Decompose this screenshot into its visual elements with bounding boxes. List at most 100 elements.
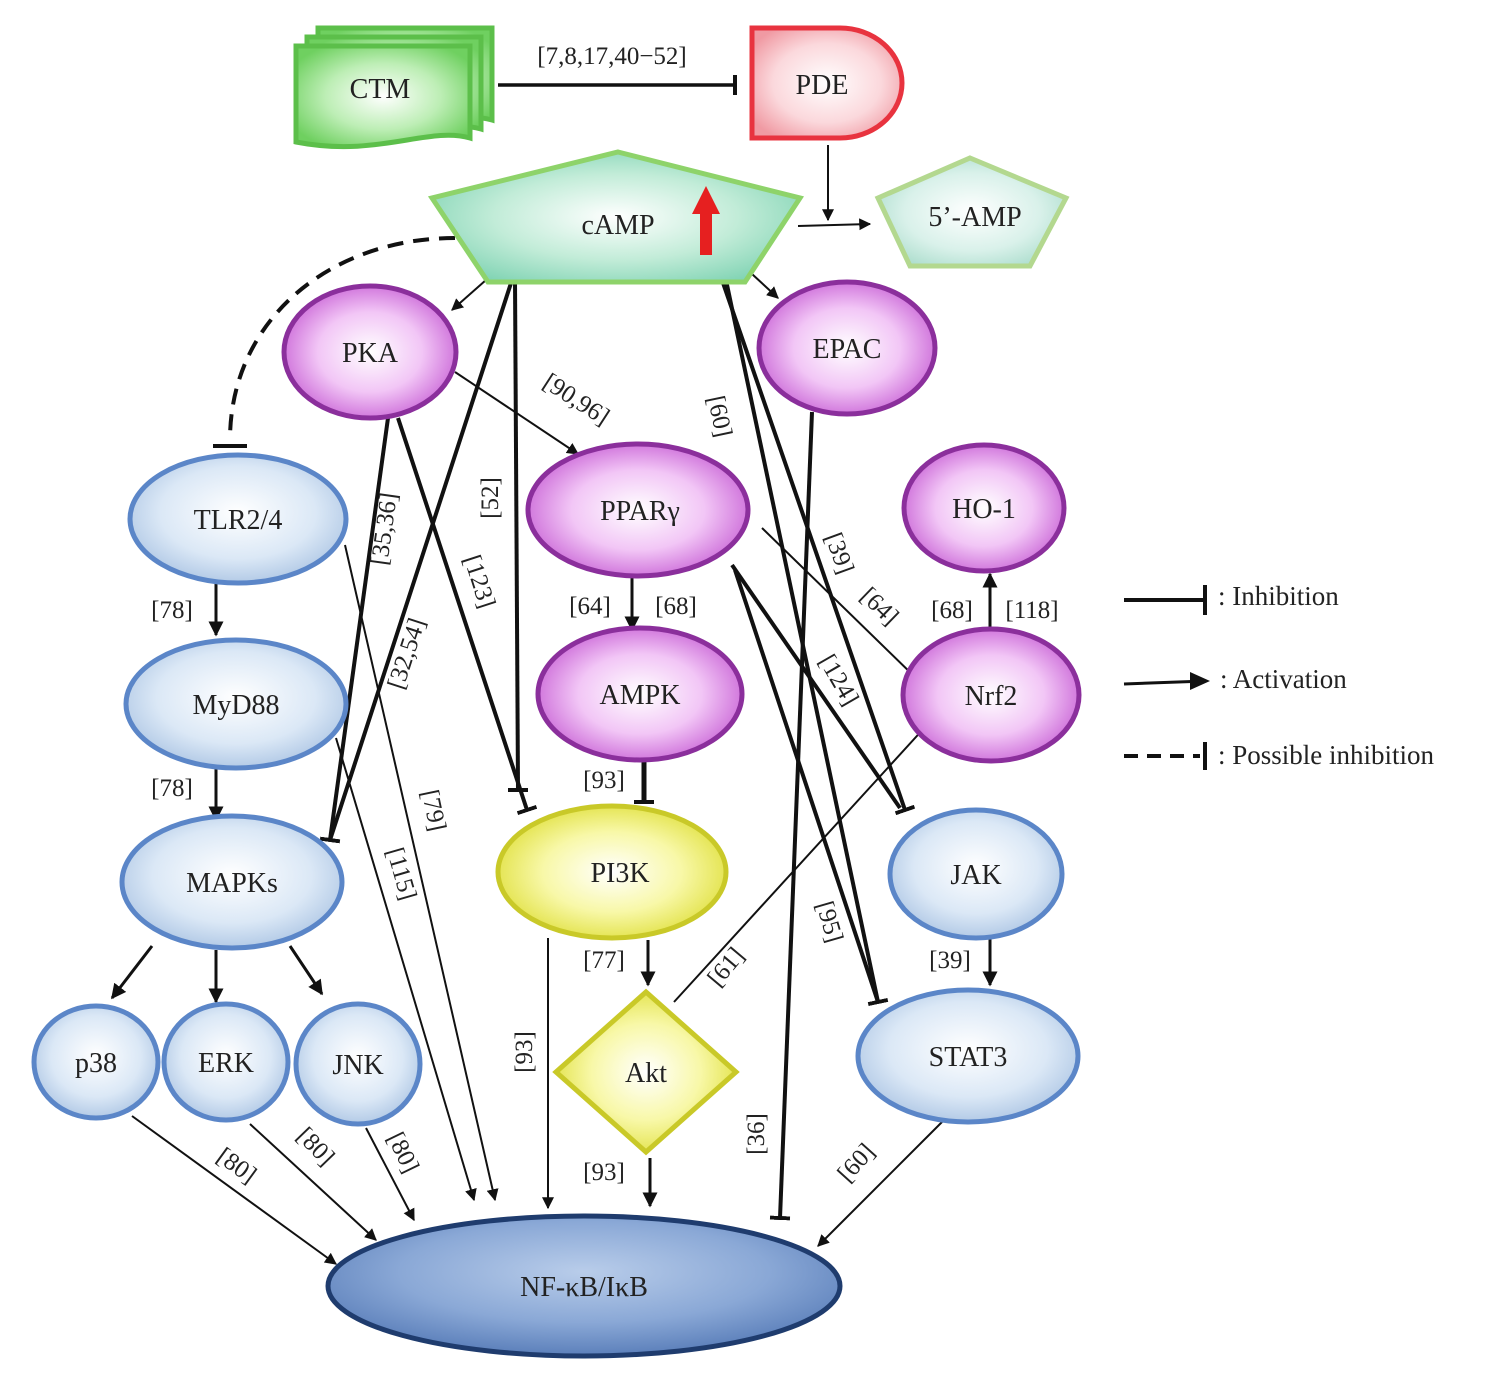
nfkb-label: NF-κB/IκB bbox=[520, 1272, 648, 1303]
camp-node: cAMP bbox=[427, 149, 805, 285]
legend-inhibition-label: : Inhibition bbox=[1218, 581, 1339, 611]
edge-ppar-nrf2 bbox=[761, 527, 919, 681]
cite-ppar-ampk-left: [64] bbox=[569, 593, 611, 620]
cite-pka-pi3k: [123] bbox=[458, 552, 500, 612]
edge-epac-nfkb bbox=[769, 411, 814, 1221]
legend: : Inhibition : Activation : Possible inh… bbox=[1123, 581, 1435, 770]
tlr-node: TLR2/4 bbox=[127, 452, 349, 586]
myd88-node: MyD88 bbox=[123, 637, 349, 771]
cite-epac-nfkb: [36] bbox=[743, 1113, 770, 1155]
cite-akt-nrf2: [61] bbox=[703, 943, 750, 992]
cite-camp-jak: [60] bbox=[702, 393, 737, 439]
ctm-node: CTM bbox=[293, 25, 495, 150]
ampk-node: AMPK bbox=[535, 625, 745, 763]
pka-label: PKA bbox=[342, 338, 399, 369]
jak-label: JAK bbox=[950, 860, 1001, 891]
edge-pka-pi3k bbox=[396, 417, 538, 816]
ho1-node: HO-1 bbox=[901, 442, 1067, 574]
akt-node: Akt bbox=[552, 988, 740, 1156]
pde-node: PDE bbox=[749, 25, 905, 141]
nodes: CTM PDE cAMP 5’-AMP PKA EPAC bbox=[31, 25, 1082, 1359]
jak-node: JAK bbox=[887, 807, 1065, 941]
cite-pi3k-akt: [77] bbox=[583, 947, 625, 974]
edge-camp-jak bbox=[720, 279, 916, 816]
epac-node: EPAC bbox=[756, 279, 938, 417]
edge-erk-nfkb bbox=[249, 1123, 377, 1241]
erk-label: ERK bbox=[198, 1048, 254, 1079]
edge-camp-epac bbox=[751, 273, 779, 299]
cite-tlr-myd88: [78] bbox=[151, 597, 193, 624]
p38-node: p38 bbox=[31, 1003, 161, 1121]
stat3-node: STAT3 bbox=[855, 987, 1081, 1125]
p38-label: p38 bbox=[75, 1048, 117, 1079]
cite-camp-stat3-a: [39] bbox=[819, 529, 859, 577]
edge-camp-pi3k bbox=[507, 279, 529, 793]
cite-ctm-pde: [7,8,17,40−52] bbox=[537, 43, 687, 70]
cite-ppar-nrf2: [64] bbox=[855, 582, 904, 630]
edge-ppar-stat3 bbox=[733, 569, 880, 1003]
up-arrow-icon bbox=[692, 186, 720, 255]
cite-akt-nfkb: [93] bbox=[583, 1159, 625, 1186]
pka-node: PKA bbox=[281, 283, 459, 421]
camp-label: cAMP bbox=[581, 210, 654, 241]
ampk-label: AMPK bbox=[600, 680, 681, 711]
edge-mapks-jnk bbox=[288, 945, 324, 996]
nrf2-node: Nrf2 bbox=[900, 626, 1082, 764]
edge-camp-5amp bbox=[797, 218, 872, 231]
edges bbox=[110, 75, 998, 1265]
edge-p38-nfkb bbox=[131, 1115, 337, 1265]
activation-arrowhead-icon bbox=[1190, 672, 1210, 690]
cite-stat3-nfkb: [60] bbox=[832, 1138, 880, 1187]
legend-activation-label: : Activation bbox=[1220, 664, 1347, 694]
edge-pka-mapks bbox=[319, 417, 390, 844]
legend-activation: : Activation bbox=[1123, 664, 1347, 694]
legend-inhibition: : Inhibition bbox=[1124, 581, 1339, 615]
stat3-label: STAT3 bbox=[929, 1042, 1008, 1073]
edge-akt-nrf2 bbox=[673, 725, 927, 1003]
ppar-label: PPARγ bbox=[600, 496, 680, 527]
jnk-label: JNK bbox=[332, 1050, 383, 1081]
cite-erk-nfkb: [80] bbox=[291, 1122, 339, 1171]
pde-label: PDE bbox=[796, 70, 849, 101]
cite-ampk-pi3k: [93] bbox=[583, 767, 625, 794]
edge-camp-mapks bbox=[328, 279, 514, 841]
cite-ppar-jak: [124] bbox=[813, 650, 863, 710]
tlr-label: TLR2/4 bbox=[194, 505, 283, 536]
edge-mapks-p38 bbox=[110, 945, 154, 1000]
erk-node: ERK bbox=[161, 1001, 291, 1123]
jnk-node: JNK bbox=[293, 1001, 423, 1127]
nrf2-label: Nrf2 bbox=[965, 681, 1018, 712]
edge-stat3-nfkb bbox=[817, 1121, 943, 1247]
ho1-label: HO-1 bbox=[952, 494, 1016, 525]
epac-label: EPAC bbox=[812, 334, 881, 365]
edge-camp-pka bbox=[451, 279, 487, 311]
cite-nrf2-ho1-left: [68] bbox=[931, 597, 973, 624]
akt-label: Akt bbox=[625, 1058, 667, 1089]
cite-myd88-mapks: [78] bbox=[151, 775, 193, 802]
cite-camp-pi3k: [52] bbox=[477, 477, 504, 519]
cite-pi3k-nfkb: [93] bbox=[511, 1031, 538, 1073]
legend-possible-inhibition: : Possible inhibition bbox=[1124, 740, 1435, 770]
pi3k-label: PI3K bbox=[590, 858, 649, 889]
myd88-label: MyD88 bbox=[192, 690, 279, 721]
amp5-node: 5’-AMP bbox=[874, 155, 1070, 269]
edge-tlr-nfkb bbox=[344, 544, 499, 1202]
cite-ppar-stat3: [95] bbox=[810, 898, 847, 945]
ctm-label: CTM bbox=[350, 74, 411, 105]
cite-pka-mapks: [35,36] bbox=[366, 491, 403, 567]
edge-camp-tlr-possible bbox=[228, 236, 456, 441]
edge-jnk-nfkb bbox=[365, 1127, 415, 1222]
cite-tlr-nfkb: [79] bbox=[416, 787, 451, 833]
mapks-node: MAPKs bbox=[119, 813, 345, 951]
amp5-label: 5’-AMP bbox=[928, 202, 1021, 233]
edge-myd88-nfkb bbox=[335, 737, 477, 1202]
pi3k-node: PI3K bbox=[495, 803, 729, 941]
cite-nrf2-ho1-right: [118] bbox=[1005, 597, 1058, 624]
cite-p38-nfkb: [80] bbox=[212, 1143, 262, 1189]
edge-ppar-jak bbox=[730, 563, 902, 810]
cite-jak-stat3: [39] bbox=[929, 947, 971, 974]
nfkb-node: NF-κB/IκB bbox=[325, 1213, 843, 1359]
ppar-node: PPARγ bbox=[525, 441, 751, 579]
cite-pka-ppar: [90,96] bbox=[538, 369, 614, 431]
